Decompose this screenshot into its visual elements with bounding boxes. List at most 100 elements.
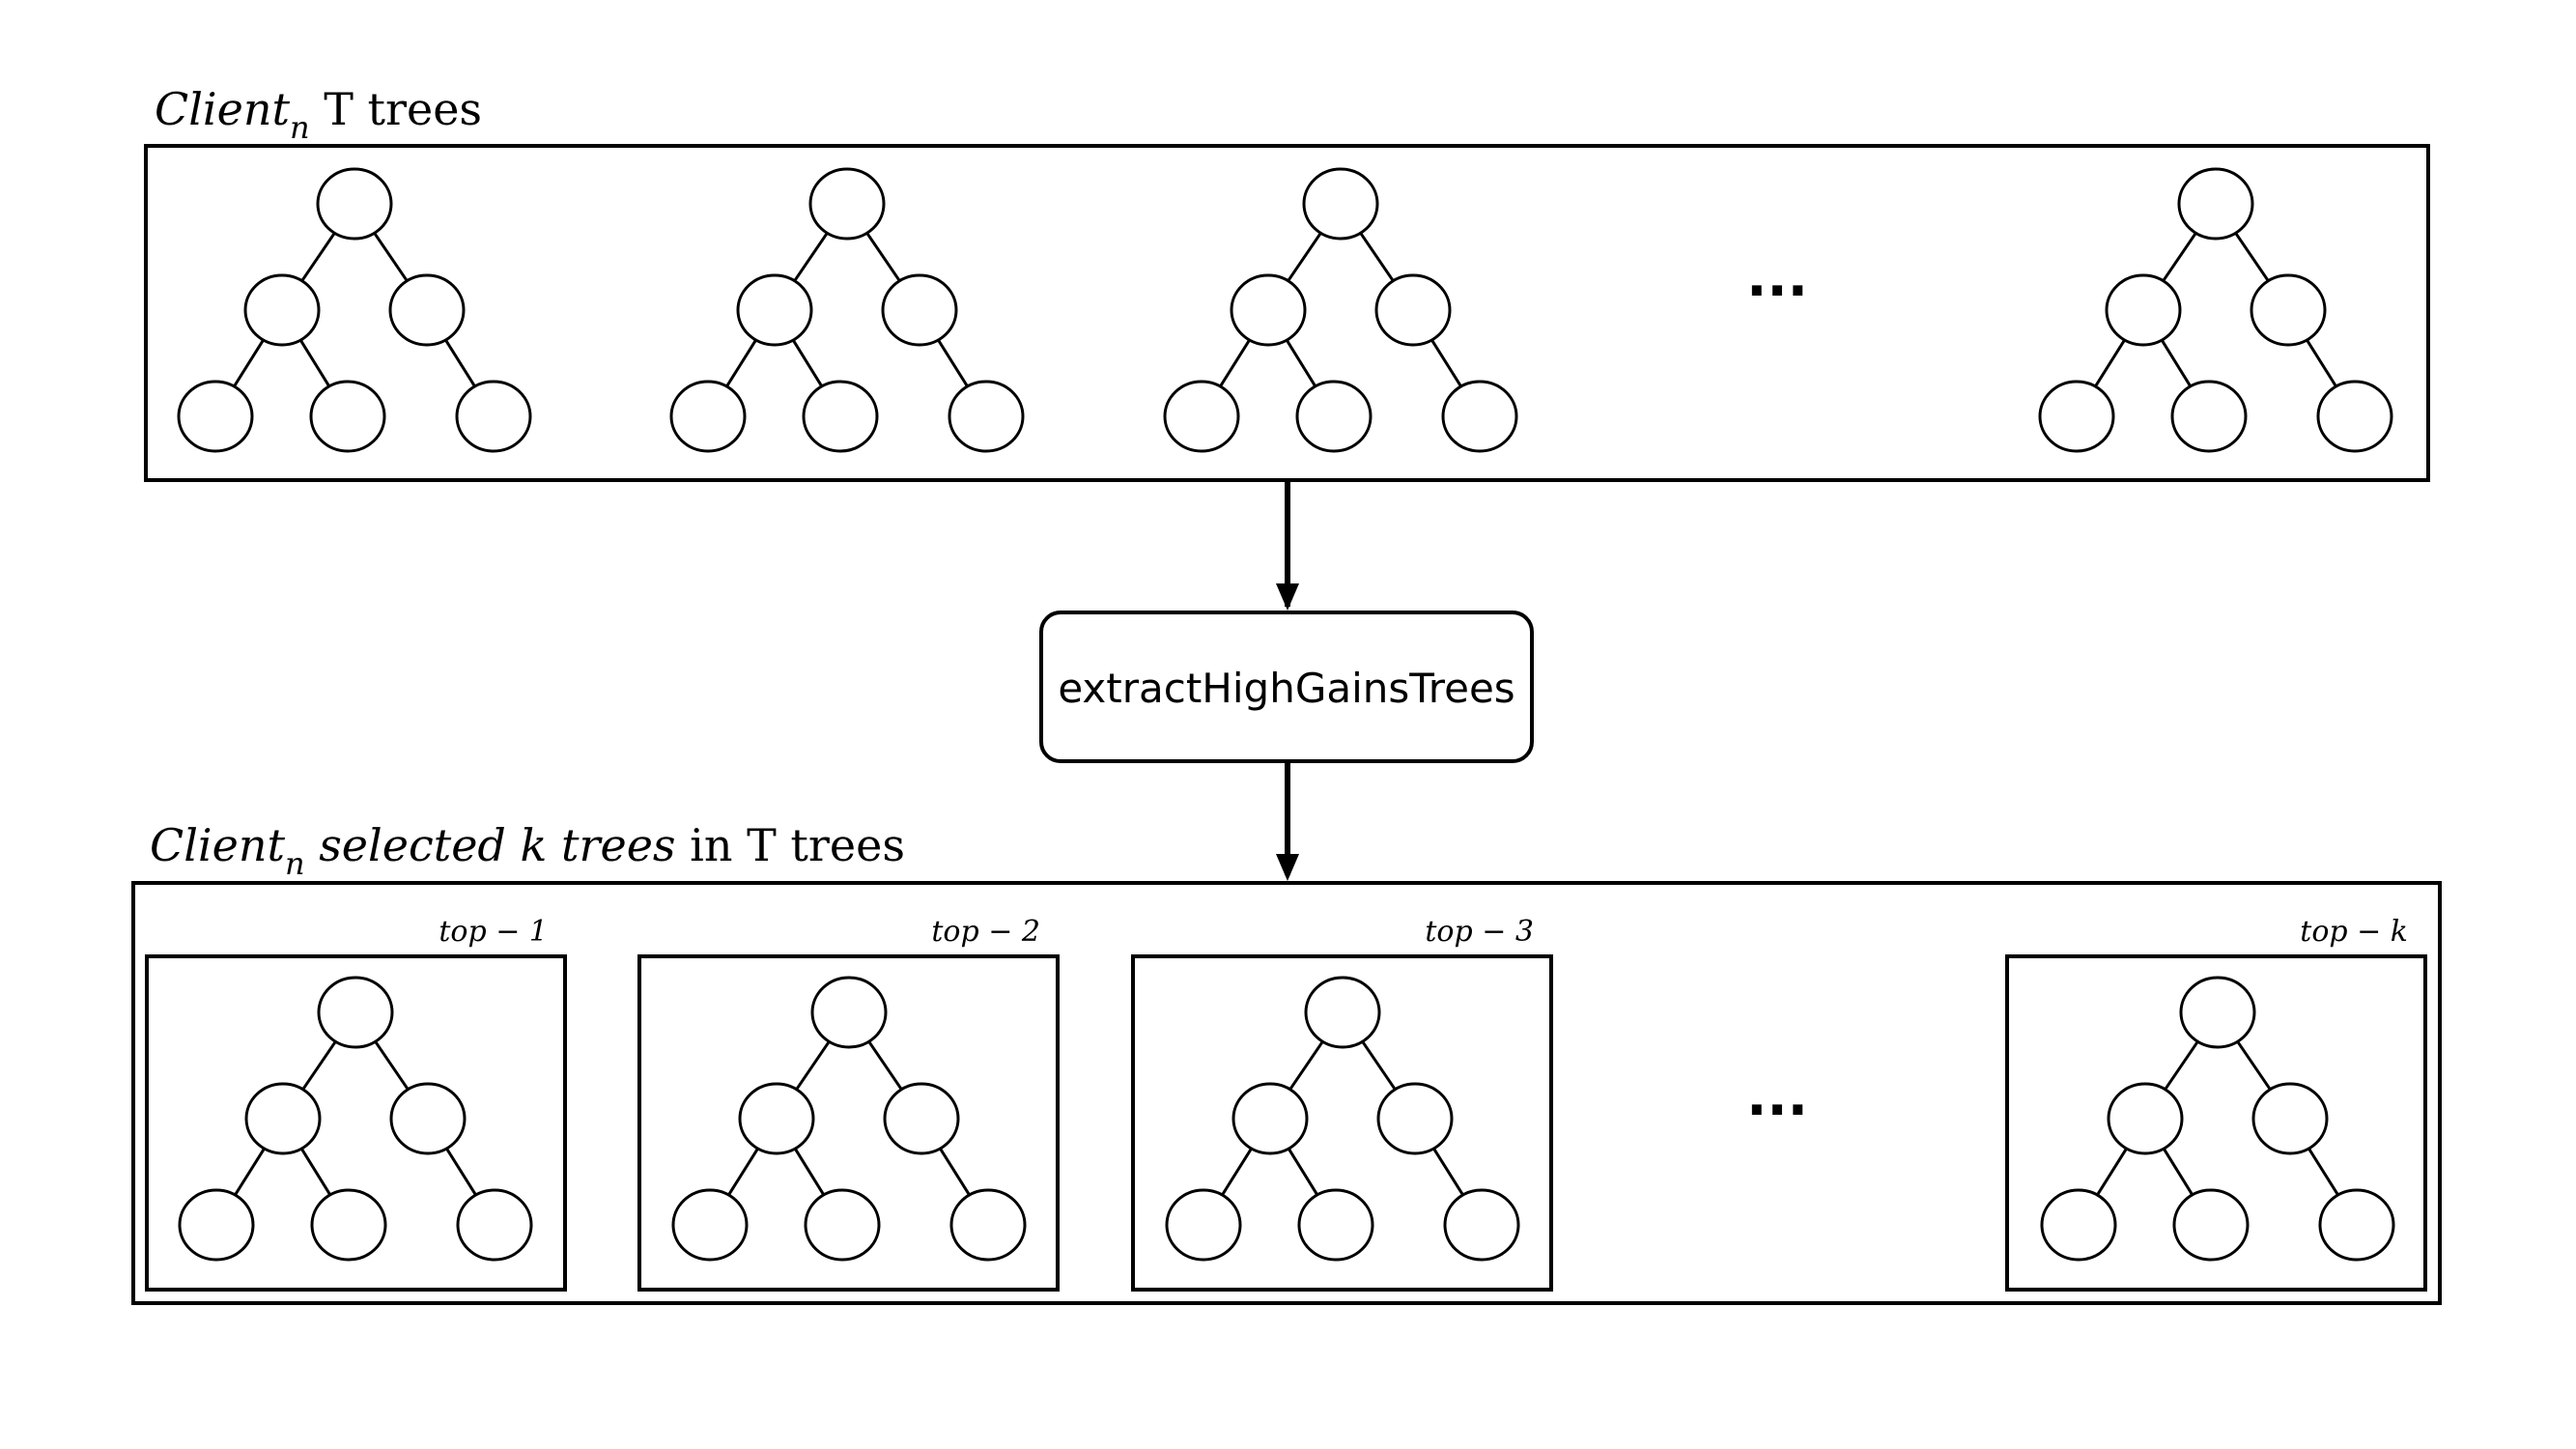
tree-node — [2107, 1082, 2184, 1155]
tree-1 — [177, 167, 532, 453]
tree-node — [1230, 273, 1307, 347]
bottom-ellipsis: ··· — [1746, 1079, 1808, 1142]
tree-node — [244, 1082, 322, 1155]
tree-node — [2038, 380, 2115, 453]
tree-edge — [1359, 1038, 1399, 1093]
tree-node — [310, 1188, 387, 1262]
tree-node — [309, 380, 386, 453]
arrow-to-process-head — [1276, 583, 1299, 611]
selected-tree-2 — [671, 976, 1027, 1262]
tree-edge — [2160, 230, 2199, 284]
tree-node — [316, 167, 393, 241]
tree-node — [2251, 1082, 2329, 1155]
tree-edge — [1287, 1038, 1326, 1093]
bottom-section-title: Clientn selected k trees in T trees — [150, 819, 905, 882]
bottom-title-client-subscript: n — [285, 845, 305, 882]
tree-edge — [1285, 230, 1324, 284]
tree-node — [1304, 976, 1381, 1049]
tree-edge — [1284, 337, 1318, 389]
tree-2 — [669, 167, 1025, 453]
selected-tree-box-4 — [2005, 954, 2427, 1292]
tree-node — [317, 976, 394, 1049]
tree-edge — [297, 337, 332, 389]
rank-label-2: top − 2 — [931, 915, 1040, 949]
tree-edge — [1429, 337, 1464, 389]
tree-edge — [371, 230, 410, 284]
tree-node — [881, 273, 958, 347]
tree-node — [948, 380, 1025, 453]
tree-node — [810, 976, 888, 1049]
tree-node — [2250, 273, 2327, 347]
selected-tree-3 — [1165, 976, 1520, 1262]
selected-tree-1 — [178, 976, 533, 1262]
tree-edge — [865, 1038, 905, 1093]
tree-edge — [298, 230, 338, 284]
tree-edge — [725, 1146, 761, 1198]
tree-node — [1441, 380, 1518, 453]
tree-node — [388, 273, 466, 347]
title-client-var: Client — [155, 83, 290, 135]
tree-node — [1443, 1188, 1520, 1262]
bottom-title-selected-k: selected k trees — [305, 819, 676, 871]
tree-node — [1374, 273, 1452, 347]
title-client-subscript: n — [290, 109, 310, 146]
tree-edge — [298, 1146, 333, 1198]
tree-node — [802, 380, 879, 453]
tree-node — [1376, 1082, 1454, 1155]
top-ellipsis: ··· — [1746, 260, 1808, 323]
tree-node — [178, 1188, 255, 1262]
rank-label-3: top − 3 — [1425, 915, 1534, 949]
arrow-to-selected-head — [1276, 854, 1299, 881]
tree-node — [2318, 1188, 2395, 1262]
tree-edge — [299, 1038, 339, 1093]
top-section-title: Clientn T trees — [155, 83, 482, 146]
tree-node — [455, 380, 532, 453]
tree-edge — [937, 1146, 973, 1198]
tree-edge — [1357, 230, 1397, 284]
tree-node — [2179, 976, 2256, 1049]
bottom-title-in-t-trees: in T trees — [676, 819, 905, 871]
tree-node — [736, 273, 813, 347]
tree-edge — [231, 337, 267, 389]
tree-edge — [443, 1146, 479, 1198]
tree-node — [177, 380, 254, 453]
tree-edge — [2232, 230, 2272, 284]
process-label: extractHighGainsTrees — [1058, 665, 1514, 712]
tree-node — [804, 1188, 881, 1262]
tree-node — [2170, 380, 2248, 453]
tree-node — [949, 1188, 1027, 1262]
tree-node — [2040, 1188, 2117, 1262]
tree-node — [1302, 167, 1379, 241]
tree-edge — [863, 230, 903, 284]
tree-edge — [791, 230, 831, 284]
tree-edge — [935, 337, 971, 389]
tree-edge — [372, 1038, 411, 1093]
tree-edge — [2306, 1146, 2341, 1198]
tree-edge — [1219, 1146, 1255, 1198]
tree-node — [2316, 380, 2393, 453]
tree-edge — [793, 1038, 833, 1093]
tree-edge — [2094, 1146, 2130, 1198]
all-trees-group — [177, 167, 2393, 453]
tree-edge — [2159, 337, 2194, 389]
selected-tree-box-2 — [637, 954, 1060, 1292]
tree-edge — [1286, 1146, 1320, 1198]
tree-node — [808, 167, 886, 241]
tree-edge — [2161, 1146, 2195, 1198]
tree-node — [1297, 1188, 1374, 1262]
tree-node — [738, 1082, 815, 1155]
tree-node — [2177, 167, 2254, 241]
tree-node — [669, 380, 747, 453]
title-trees-text: T trees — [310, 83, 482, 135]
selected-trees-container — [131, 881, 2442, 1305]
rank-label-1: top − 1 — [439, 915, 548, 949]
tree-edge — [442, 337, 478, 389]
tree-node — [243, 273, 321, 347]
selected-tree-4 — [2040, 976, 2395, 1262]
tree-edge — [2304, 337, 2339, 389]
tree-edge — [2162, 1038, 2201, 1093]
tree-node — [2105, 273, 2182, 347]
tree-node — [456, 1188, 533, 1262]
